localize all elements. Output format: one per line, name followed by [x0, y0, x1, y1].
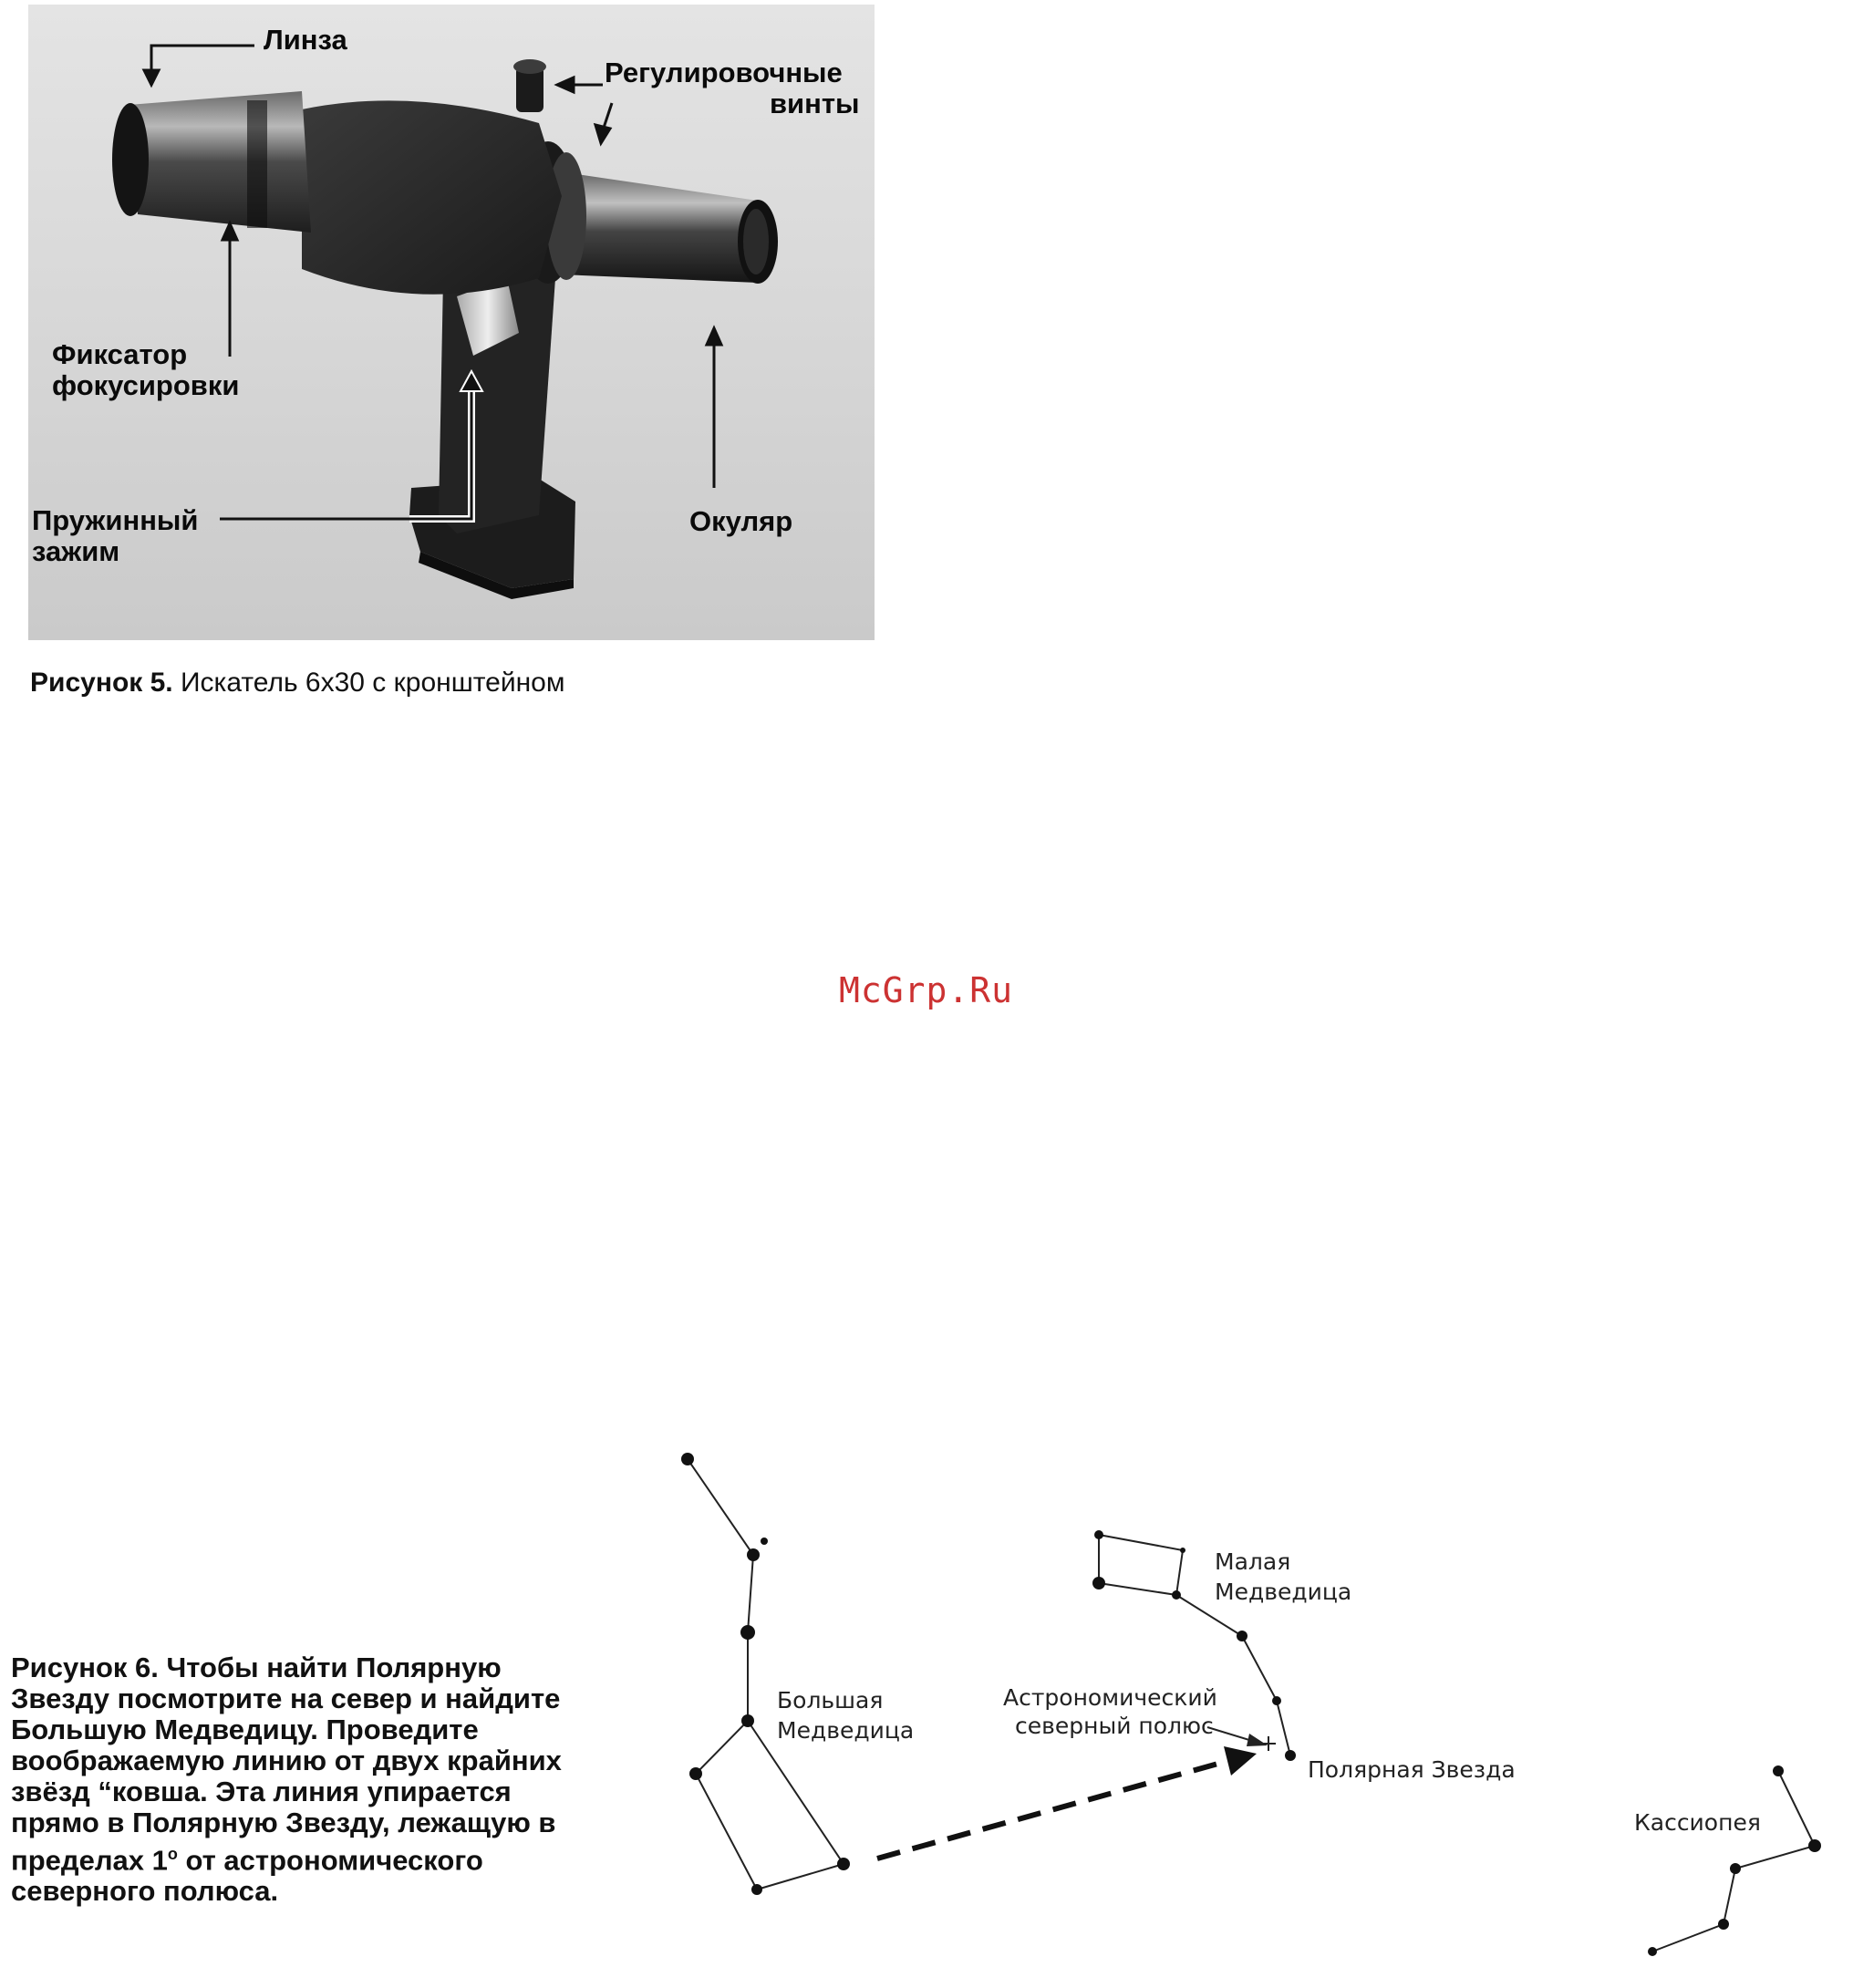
cassiopeia-lines [1651, 1770, 1817, 1952]
stars [681, 1453, 1821, 1956]
figure6-caption-text: Чтобы найти Полярную Звезду посмотрите н… [11, 1651, 562, 1877]
star [1172, 1590, 1181, 1600]
ursa-minor-lines [1098, 1534, 1185, 1597]
star [1272, 1696, 1281, 1705]
watermark: McGrp.Ru [839, 970, 1014, 1010]
label-ursa-minor-2: Медведица [1215, 1579, 1352, 1605]
finder-scope-photo: Линза Регулировочные винты Фиксатор фоку… [28, 5, 875, 640]
label-spring-clip-1: Пружинный [32, 504, 199, 536]
label-north-pole-1: Астрономический [1003, 1684, 1217, 1711]
pointer-dashed-line [876, 1757, 1232, 1861]
figure5-caption-text: Искатель 6x30 с кронштейном [172, 668, 565, 698]
star [1718, 1919, 1729, 1930]
star [1237, 1631, 1247, 1641]
label-spring-clip-2: зажим [32, 535, 120, 567]
north-pole-cross [1261, 1736, 1276, 1751]
label-eyepiece: Окуляр [689, 505, 793, 537]
star [837, 1858, 850, 1870]
label-adjust-screws-2: винты [770, 88, 860, 119]
label-ursa-minor-1: Малая [1215, 1548, 1291, 1575]
figure5-caption-bold: Рисунок 5. [30, 668, 173, 698]
star [751, 1884, 762, 1895]
adjustment-screw [516, 67, 543, 112]
label-ursa-major-1: Большая [777, 1687, 884, 1714]
star [1648, 1947, 1657, 1956]
spring-clip-arrow [409, 368, 484, 523]
star [761, 1538, 768, 1545]
star [1730, 1863, 1741, 1874]
star [681, 1453, 694, 1465]
star [1092, 1577, 1105, 1589]
ursa-minor-handle [1175, 1594, 1291, 1756]
star [1180, 1548, 1185, 1553]
figure6-caption-tail: от астрономического северного полюса. [11, 1844, 483, 1908]
star [741, 1714, 754, 1727]
figure6-caption: Рисунок 6. Чтобы найти Полярную Звезду п… [11, 1651, 595, 1908]
figure6-caption-bold: Рисунок 6. [11, 1651, 159, 1683]
label-focus-lock-2: фокусировки [52, 369, 240, 401]
pointer-arrowhead [1224, 1746, 1257, 1776]
star [1773, 1765, 1784, 1776]
label-ursa-major-2: Медведица [777, 1717, 915, 1744]
label-adjust-screws-1: Регулировочные [605, 57, 843, 88]
eyepiece-tube [539, 169, 771, 283]
star [1808, 1839, 1821, 1852]
label-north-pole-2: северный полюс [1015, 1713, 1214, 1739]
star [689, 1767, 702, 1780]
leader-lines [141, 44, 724, 521]
label-focus-lock-1: Фиксатор [52, 338, 188, 370]
figure5-caption: Рисунок 5. Искатель 6x30 с кронштейном [30, 668, 564, 699]
spring-clip [457, 278, 519, 356]
finder-body [302, 100, 562, 295]
star [747, 1548, 760, 1561]
label-cassiopeia: Кассиопея [1634, 1809, 1761, 1836]
figure6-caption-degree: o [167, 1845, 178, 1863]
label-lens: Линза [264, 24, 347, 56]
label-polaris: Полярная Звезда [1308, 1756, 1516, 1783]
star [1094, 1530, 1103, 1539]
star-polaris [1285, 1750, 1296, 1761]
finder-scope-illustration [112, 44, 778, 599]
ursa-major-lines [687, 1458, 845, 1891]
star [740, 1625, 755, 1640]
